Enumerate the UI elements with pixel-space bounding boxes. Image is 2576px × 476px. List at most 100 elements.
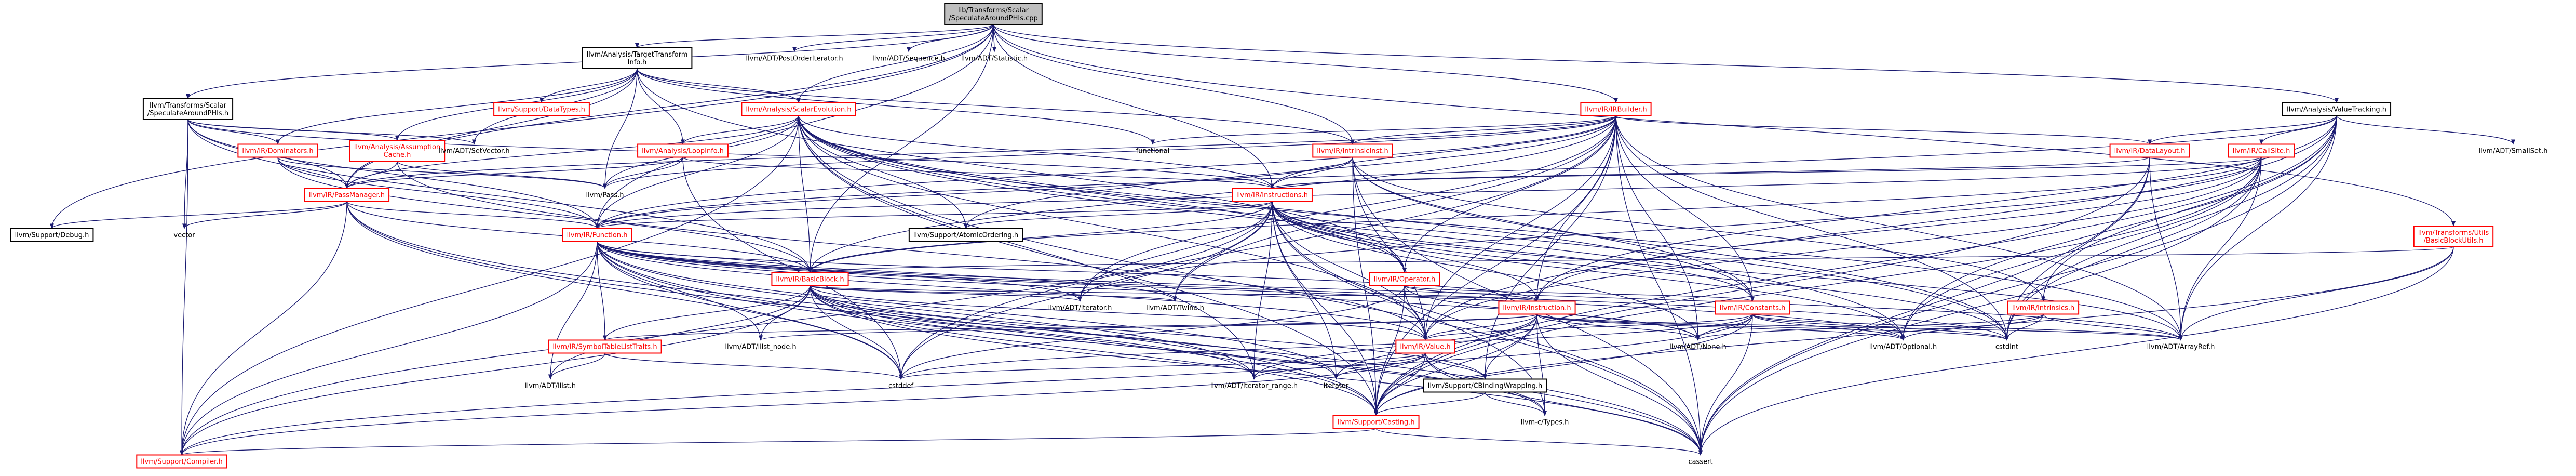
graph-node-passmanager: llvm/IR/PassManager.h bbox=[304, 188, 390, 202]
graph-node-dominators: llvm/IR/Dominators.h bbox=[237, 143, 318, 158]
edge-instructions-to-none bbox=[1272, 201, 1700, 341]
node-box bbox=[2109, 143, 2190, 158]
node-label: functional bbox=[1136, 148, 1170, 155]
edge-callsite-to-value bbox=[1423, 157, 2262, 341]
edge-scev-to-optional bbox=[798, 115, 1905, 341]
edge-function-to-ilist bbox=[548, 241, 598, 380]
node-box bbox=[1332, 415, 1420, 429]
edge-constants-to-compiler bbox=[180, 314, 1753, 456]
edge-instructions-to-cstdint bbox=[1272, 201, 2009, 341]
edge-irbuilder-to-function bbox=[595, 115, 1616, 229]
edge-constants-to-value bbox=[1423, 313, 1753, 341]
edge-instructions-to-cstddef bbox=[899, 201, 1273, 380]
node-label: llvm/IR/Instruction.h bbox=[1503, 305, 1571, 312]
node-label: llvm/Analysis/ValueTracking.h bbox=[2287, 106, 2386, 114]
edge-callsite-to-arrayref bbox=[2179, 157, 2262, 341]
edge-instructions-to-optional bbox=[1272, 201, 1905, 341]
edge-intrinsicinst-to-casting bbox=[1352, 157, 1378, 416]
edge-basicblock-to-iterrange bbox=[810, 285, 1256, 380]
edge-specH-to-basicblock bbox=[187, 119, 812, 273]
node-label: llvm/Analysis/ScalarEvolution.h bbox=[746, 106, 851, 114]
graph-node-statistic: llvm/ADT/Statistic.h bbox=[961, 55, 1028, 63]
edge-cbinding-to-casting bbox=[1374, 392, 1486, 416]
edge-intrinsicinst-to-instructions bbox=[1270, 157, 1353, 189]
edge-instructions-to-basicblock bbox=[808, 201, 1273, 273]
edge-function-to-twine bbox=[597, 241, 1177, 302]
edge-valuetracking-to-function bbox=[595, 115, 2337, 229]
node-box bbox=[548, 339, 662, 354]
node-box bbox=[637, 143, 729, 158]
edge-instructions-to-atomic bbox=[964, 201, 1273, 229]
edge-irbuilder-to-operator bbox=[1402, 115, 1616, 273]
node-label: llvm/Analysis/TargetTransform bbox=[587, 51, 688, 59]
edge-constants-to-cstdint bbox=[1752, 313, 2009, 341]
edge-valuetracking-to-value bbox=[1423, 115, 2337, 341]
edge-basicblock-to-symtab bbox=[603, 285, 811, 341]
edge-function-to-iterrange bbox=[597, 241, 1256, 380]
node-label: llvm/IR/Constants.h bbox=[1720, 305, 1786, 312]
node-label: llvm/ADT/None.h bbox=[1669, 343, 1726, 351]
graph-node-valuetracking[interactable]: llvm/Analysis/ValueTracking.h bbox=[2282, 102, 2392, 116]
graph-node-cassert: cassert bbox=[1688, 458, 1712, 466]
edge-loopinfo-to-passmanager bbox=[345, 156, 683, 189]
graph-node-ilistnode: llvm/ADT/ilist_node.h bbox=[725, 343, 796, 351]
edge-valuetracking-to-callsite bbox=[2259, 115, 2337, 145]
node-label: llvm/IR/Value.h bbox=[1400, 343, 1450, 351]
edge-specH-to-instructions bbox=[187, 119, 1274, 189]
node-box bbox=[1312, 143, 1393, 158]
graph-node-root[interactable]: lib/Transforms/Scalar/SpeculateAroundPHI… bbox=[944, 3, 1043, 25]
edge-passmanager-to-compiler bbox=[180, 201, 347, 456]
edge-dominators-to-basicblock bbox=[277, 157, 812, 273]
edge-constants-to-cstddef bbox=[899, 314, 1753, 380]
graph-node-functional: functional bbox=[1136, 148, 1170, 155]
edge-scev-to-cstdint bbox=[798, 115, 2009, 341]
node-label: llvm/IR/Operator.h bbox=[1374, 276, 1436, 284]
edge-basicblock-to-value bbox=[810, 285, 1427, 341]
edge-callsite-to-instruction bbox=[1535, 157, 2262, 302]
edge-tti-to-intrinsicinst bbox=[637, 68, 1355, 145]
node-box bbox=[2007, 300, 2080, 315]
edge-instructions-to-value bbox=[1272, 201, 1427, 341]
edge-valuetracking-to-casting bbox=[1374, 115, 2337, 416]
node-box bbox=[1715, 300, 1790, 315]
node-label: llvm/IR/IntrinsicInst.h bbox=[1317, 148, 1388, 155]
graph-node-specH[interactable]: llvm/Transforms/Scalar/SpeculateAroundPH… bbox=[142, 98, 234, 120]
edge-operator-to-instruction bbox=[1404, 285, 1539, 302]
edge-callsite-to-optional bbox=[1901, 157, 2262, 341]
edge-root-to-intrinsicinst bbox=[993, 24, 1355, 145]
node-label: llvm/Analysis/LoopInfo.h bbox=[642, 148, 724, 155]
node-box bbox=[1498, 300, 1576, 315]
edge-valuetracking-to-cassert bbox=[1698, 115, 2337, 456]
node-label: llvm/IR/IRBuilder.h bbox=[1585, 106, 1647, 114]
edge-root-to-basicblock bbox=[808, 24, 994, 273]
graph-node-cbinding[interactable]: llvm/Support/CBindingWrapping.h bbox=[1423, 378, 1547, 393]
edge-irbuilder-to-intrinsicinst bbox=[1351, 115, 1616, 145]
edge-root-to-instructions bbox=[993, 24, 1274, 189]
edge-irbuilder-to-casting bbox=[1374, 115, 1616, 416]
graph-node-callsite: llvm/IR/CallSite.h bbox=[2228, 143, 2295, 158]
edge-scev-to-compiler bbox=[180, 115, 799, 456]
edge-operator-to-cstddef bbox=[899, 285, 1405, 380]
graph-node-stditerator: iterator bbox=[1324, 382, 1349, 390]
edge-irbuilder-to-atomic bbox=[964, 115, 1616, 229]
edge-instructions-to-constants bbox=[1272, 201, 1755, 302]
edge-constants-to-optional bbox=[1752, 314, 1905, 341]
graph-node-datalayout: llvm/IR/DataLayout.h bbox=[2109, 143, 2190, 158]
edge-intrinsics-to-cstdint bbox=[2005, 314, 2044, 341]
graph-node-debug[interactable]: llvm/Support/Debug.h bbox=[10, 228, 94, 242]
node-box bbox=[349, 140, 446, 162]
edge-value-to-cassert bbox=[1425, 353, 1703, 456]
edge-scev-to-iterrange bbox=[798, 115, 1256, 380]
graph-node-basicblockutils: llvm/Transforms/Utils/BasicBlockUtils.h bbox=[2413, 226, 2494, 247]
node-box bbox=[582, 47, 693, 69]
edge-valuetracking-to-arrayref bbox=[2179, 115, 2337, 341]
node-box bbox=[493, 102, 590, 116]
node-label: llvm/IR/CallSite.h bbox=[2233, 148, 2290, 155]
edge-value-to-iterrange bbox=[1252, 353, 1426, 380]
graph-node-atomic[interactable]: llvm/Support/AtomicOrdering.h bbox=[908, 228, 1023, 242]
edge-intrinsicinst-to-value bbox=[1352, 157, 1427, 341]
node-label: /SpeculateAroundPHIs.cpp bbox=[949, 15, 1038, 22]
node-box bbox=[304, 188, 390, 202]
graph-node-pass: llvm/Pass.h bbox=[586, 192, 624, 200]
